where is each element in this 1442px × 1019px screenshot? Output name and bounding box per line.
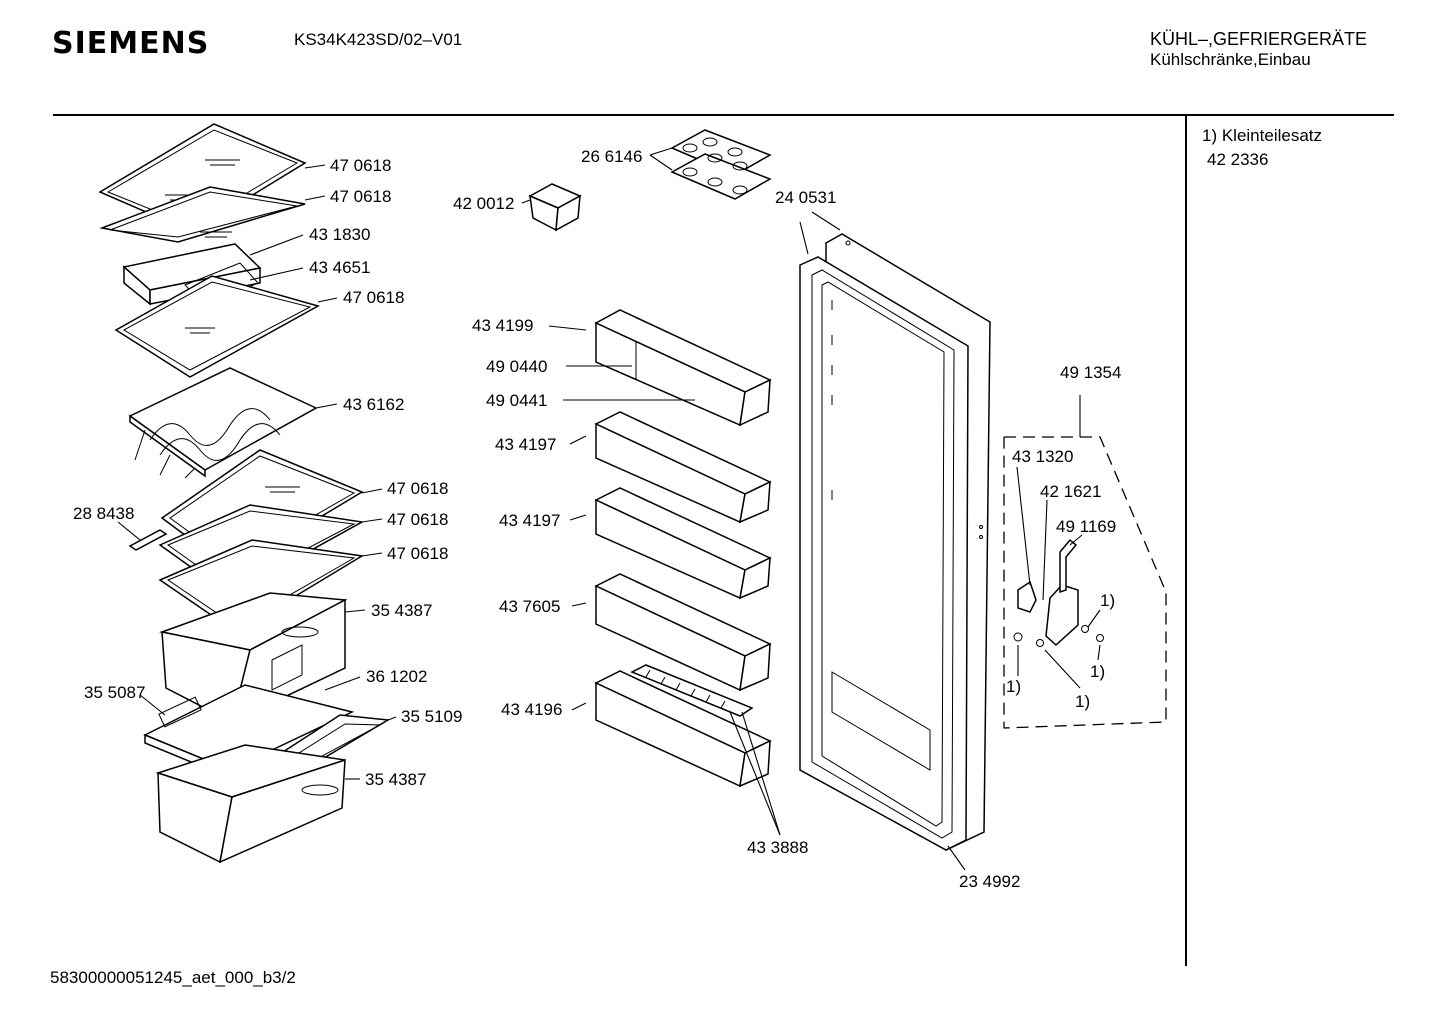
part-label-bottle-shelf: 43 4196 [501,700,562,719]
egg-tray-icon [670,129,772,200]
part-label-insert-frame: 43 1830 [309,225,370,244]
part-label-door-shelf-1: 43 4197 [495,435,556,454]
hinge-kit-icon [1013,538,1104,647]
butter-box-icon [528,183,582,232]
note-small-parts-kit-number: 42 2336 [1207,150,1269,169]
part-label-shelf-3: 47 0618 [343,288,404,307]
part-label-cover-glass: 35 5109 [401,707,462,726]
part-label-butter-compartment: 43 4199 [472,316,533,335]
part-label-crisper-cover: 36 1202 [366,667,427,686]
part-label-door-seal: 23 4992 [959,872,1020,891]
part-label-hinge-bracket: 49 1169 [1056,517,1116,536]
glass-shelf-icon [99,186,306,243]
glass-shelf-icon [114,275,320,378]
door-panel-icon [799,233,991,851]
part-label-hinge-kit: 49 1354 [1060,363,1121,382]
part-label-door: 24 0531 [775,188,836,207]
brand-logo: SIEMENS [52,26,210,61]
part-label-door-shelf-3: 43 7605 [499,597,560,616]
part-label-flap-right: 49 0441 [486,391,547,410]
ref-small-parts-c: 1) [1090,662,1105,681]
part-label-shelf-top: 47 0618 [330,156,391,175]
bottle-rack-icon [128,367,318,479]
part-label-trim-strip: 28 8438 [73,504,134,523]
part-label-crisper-top: 35 4387 [371,601,432,620]
leader-lines-middle [521,147,781,836]
bottle-holder-icon [630,664,754,717]
leader-lines-left [117,164,397,780]
part-label-bottle-holder: 43 3888 [747,838,808,857]
hinge-kit-group [1003,395,1167,729]
category-subtitle: Kühlschränke,Einbau [1150,50,1311,69]
leader-lines-door [799,211,966,871]
part-label-butter-box: 42 0012 [453,194,514,213]
part-label-flap-left: 49 0440 [486,357,547,376]
category-title: KÜHL–,GEFRIERGERÄTE [1150,29,1368,49]
part-labels: 47 0618 47 0618 43 1830 43 4651 47 0618 … [73,147,1121,891]
door-shelf-icon [594,573,772,692]
part-label-shelf-6: 47 0618 [387,544,448,563]
vegetable-crisper-icon [155,744,346,864]
part-label-insert-tray: 43 4651 [309,258,370,277]
ref-small-parts-b: 1) [1006,677,1021,696]
part-label-crisper-bottom: 35 4387 [365,770,426,789]
footer-document-id: 58300000051245_aet_000_b3/2 [50,968,296,987]
part-label-shelf-4: 47 0618 [387,479,448,498]
door-shelf-icon [594,487,772,600]
door-shelf-icon [594,670,772,788]
ref-small-parts-d: 1) [1075,692,1090,711]
part-label-humidity-slider: 35 5087 [84,683,145,702]
part-label-hinge-part-a: 43 1320 [1012,447,1073,466]
door-shelf-icon [594,411,772,524]
note-small-parts-kit: 1) Kleinteilesatz [1202,126,1323,145]
part-label-egg-tray: 26 6146 [581,147,642,166]
door-shelf-icon [594,309,772,427]
part-label-hinge-part-b: 42 1621 [1040,482,1101,501]
shelf-trim-strip-icon [128,529,168,551]
part-label-door-shelf-2: 43 4197 [499,511,560,530]
part-label-shelf-5: 47 0618 [387,510,448,529]
model-code: KS34K423SD/02–V01 [294,30,463,49]
part-label-shelf-2: 47 0618 [330,187,391,206]
ref-small-parts-a: 1) [1100,591,1115,610]
part-label-bottle-rack: 43 6162 [343,395,404,414]
